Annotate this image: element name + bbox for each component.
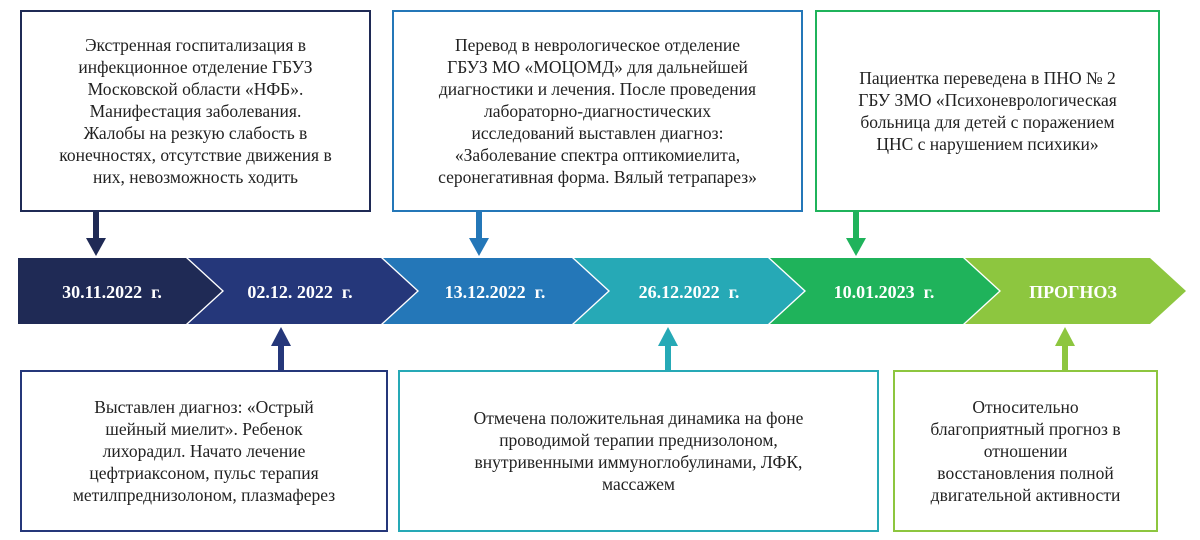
timeline-segment-2 — [188, 258, 417, 324]
arrow-up-2 — [658, 327, 678, 370]
event-box-hospitalization: Экстренная госпитализация в инфекционное… — [20, 10, 371, 212]
timeline-label-4: 26.12.2022 г. — [639, 282, 740, 302]
event-text-positive-dynamics: Отмечена положительная динамика на фоне … — [473, 408, 804, 494]
event-text-prognosis: Относительно благоприятный прогноз в отн… — [930, 397, 1121, 505]
timeline-label-1: 30.11.2022 г. — [62, 282, 162, 302]
event-box-neurology-transfer: Перевод в неврологическое отделение ГБУЗ… — [392, 10, 803, 212]
timeline-segment-1 — [18, 258, 222, 324]
timeline-label-3: 13.12.2022 г. — [445, 282, 546, 302]
event-text-diagnosis: Выставлен диагноз: «Острый шейный миелит… — [72, 397, 336, 505]
arrow-down-3 — [846, 212, 866, 256]
arrow-up-3 — [1055, 327, 1075, 370]
arrow-down-2 — [469, 212, 489, 256]
timeline-segment-6 — [965, 258, 1186, 324]
event-text-neurology-transfer: Перевод в неврологическое отделение ГБУЗ… — [438, 35, 757, 187]
event-box-positive-dynamics: Отмечена положительная динамика на фоне … — [398, 370, 879, 532]
event-text-hospitalization: Экстренная госпитализация в инфекционное… — [59, 35, 332, 187]
event-text-psychoneuro-transfer: Пациентка переведена в ПНО № 2 ГБУ ЗМО «… — [858, 68, 1117, 154]
arrow-down-1 — [86, 212, 106, 256]
timeline-segment-4 — [574, 258, 804, 324]
arrow-up-1 — [271, 327, 291, 370]
timeline-label-6: ПРОГНОЗ — [1029, 282, 1117, 302]
timeline-segment-3 — [383, 258, 608, 324]
event-box-psychoneuro-transfer: Пациентка переведена в ПНО № 2 ГБУ ЗМО «… — [815, 10, 1160, 212]
event-box-prognosis: Относительно благоприятный прогноз в отн… — [893, 370, 1158, 532]
timeline-label-5: 10.01.2023 г. — [834, 282, 935, 302]
event-box-diagnosis: Выставлен диагноз: «Острый шейный миелит… — [20, 370, 388, 532]
timeline-segment-5 — [770, 258, 999, 324]
timeline-label-2: 02.12. 2022 г. — [247, 282, 352, 302]
